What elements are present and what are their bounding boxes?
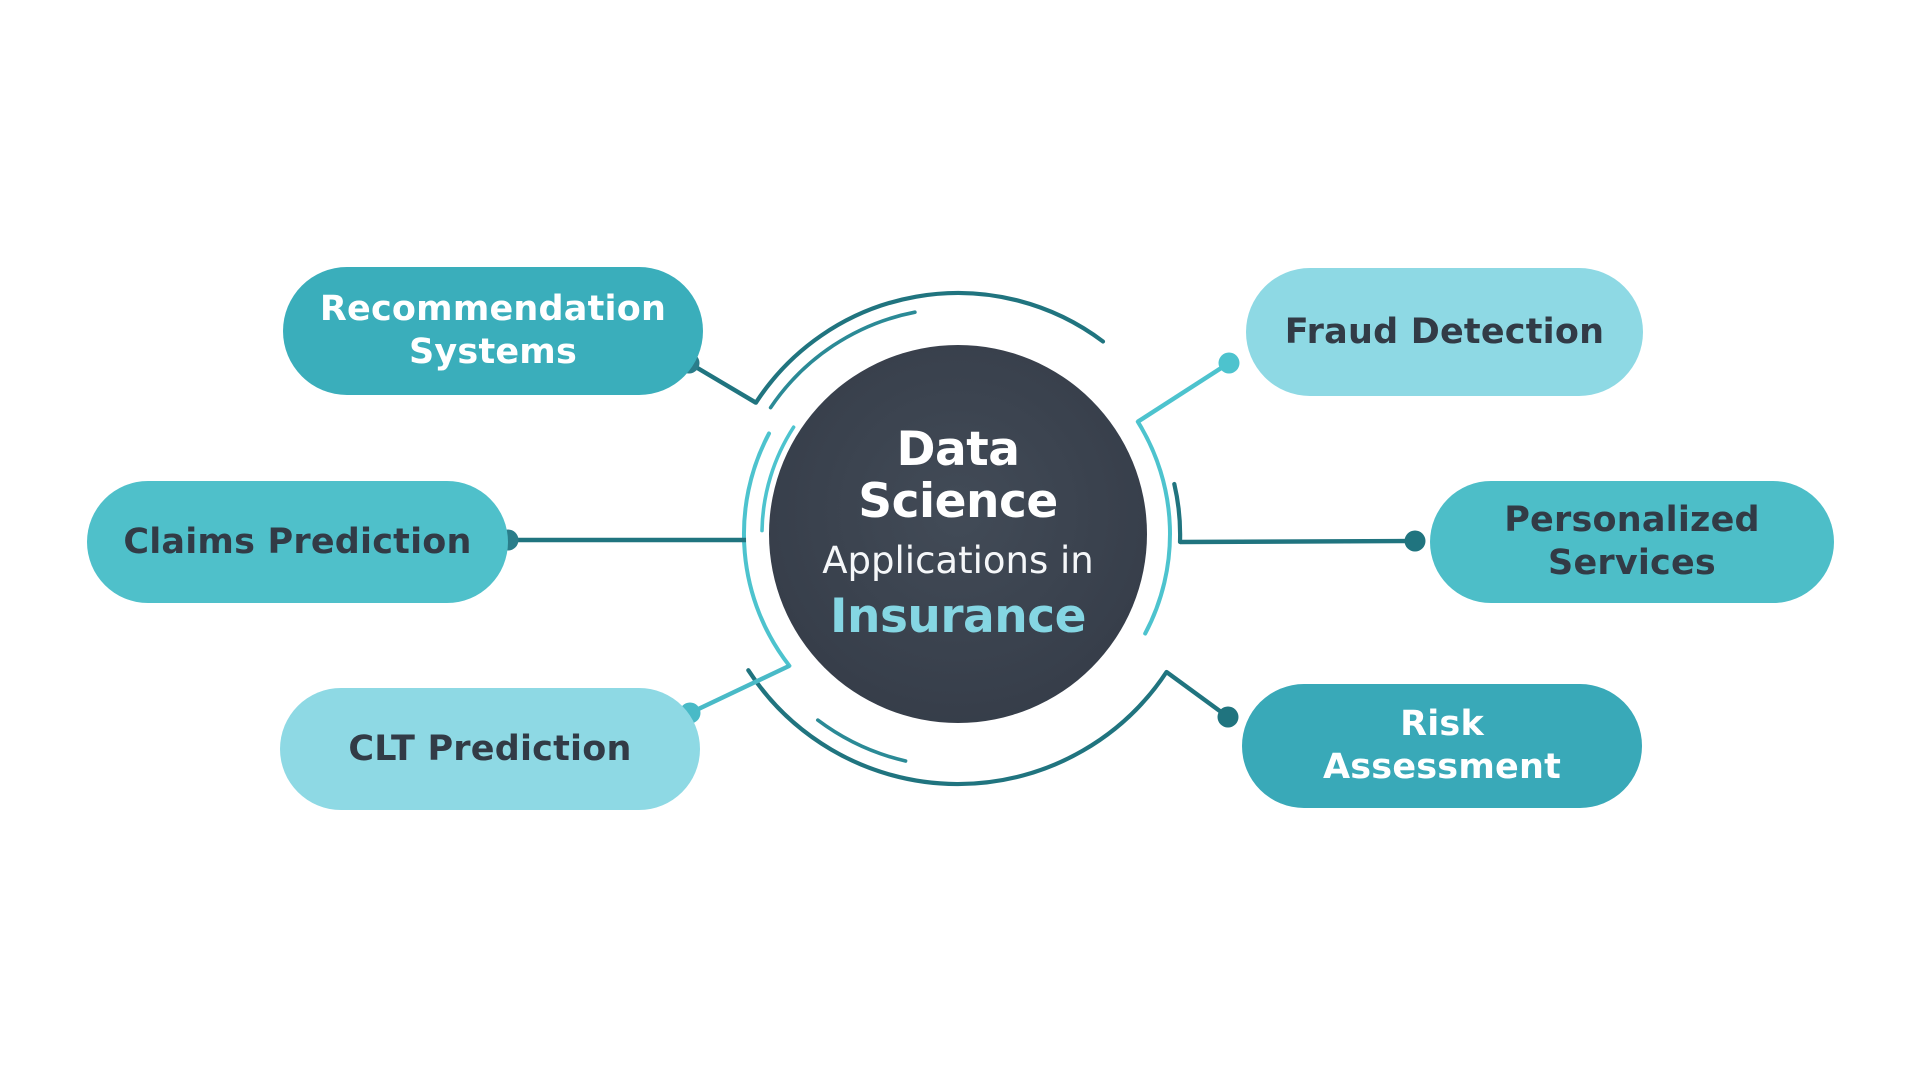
dot-risk-assessment [1217,706,1239,728]
node-recommendation-systems: Recommendation Systems [283,267,703,395]
node-label-line: Services [1548,543,1716,583]
node-label-line: Fraud Detection [1284,311,1605,352]
node-label-line: Assessment [1322,747,1561,787]
arc-right-cyan [1135,419,1172,636]
node-claims-prediction: Claims Prediction [87,481,508,603]
connector-clt-prediction [689,663,791,715]
arc-top-outer [753,290,1106,405]
dot-personalized-services [1404,530,1426,552]
connector-risk-assessment [1165,670,1230,719]
connector-lines [508,361,1416,719]
node-clt-prediction: CLT Prediction [280,688,700,810]
arc-right-dark [1172,481,1183,545]
connector-personalized-services [1179,538,1416,545]
node-label-line: Claims Prediction [123,521,472,562]
node-label-line: Personalized [1504,500,1760,541]
arc-bottom-accent [816,718,908,763]
node-label-line: Risk [1400,704,1484,745]
arc-left-accent [760,425,796,533]
node-fraud-detection: Fraud Detection [1246,268,1643,396]
dot-fraud-detection [1218,352,1240,374]
arc-top-inner [768,310,917,410]
center-circle [769,345,1147,723]
arc-bottom-outer [746,668,1169,787]
node-label-line: Recommendation [319,289,667,330]
node-label-line: CLT Prediction [348,728,632,769]
node-personalized-services: Personalized Services [1430,481,1834,603]
node-risk-assessment: Risk Assessment [1242,684,1642,808]
decorative-arcs [741,290,1183,787]
connector-recommendation-systems [687,361,758,405]
node-label-line: Systems [408,332,578,372]
arc-left-outer [741,431,792,668]
connector-fraud-detection [1136,361,1231,424]
